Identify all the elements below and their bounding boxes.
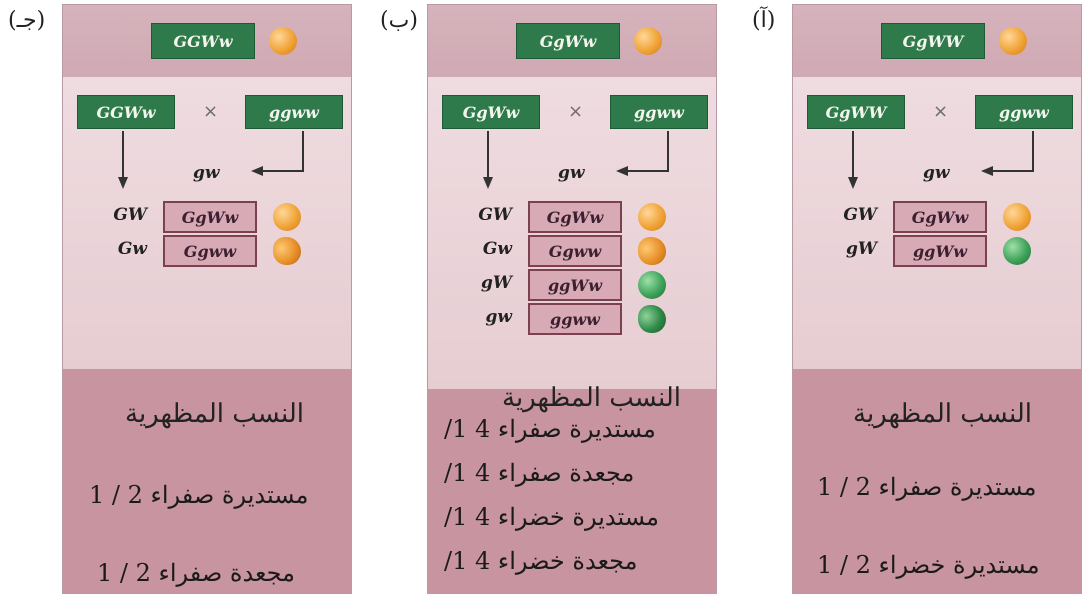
- panel-b: GgWw GgWw × ggww gw GW GgWw Gw Ggww gW g…: [427, 4, 717, 594]
- panel-tag: (جـ): [8, 8, 46, 33]
- cross-arrows: [848, 131, 1034, 189]
- panel-a: GgWW GgWW × ggww gw GW GgWw gW ggWw النس…: [792, 4, 1082, 594]
- offspring-genotype: GgWw: [528, 201, 622, 233]
- green-round-seed-icon: [1003, 237, 1031, 265]
- panel-tag: (آ): [752, 8, 776, 33]
- phenotype-ratios: النسب المظهرية مستديرة صفراء 4 1/ مجعدة …: [428, 383, 716, 593]
- green-round-seed-icon: [638, 271, 666, 299]
- yellow-round-seed-icon: [634, 27, 662, 55]
- ratio-line: مستديرة خضراء 4 1/: [444, 503, 659, 531]
- yellow-round-seed-icon: [269, 27, 297, 55]
- cross-area: GGWw × ggww gw GW GgWw Gw Ggww: [63, 77, 351, 369]
- ratio-line: مجعدة خضراء 4 1/: [444, 547, 638, 575]
- cross-arrows: [483, 131, 669, 189]
- parent2-genotype: ggww: [245, 95, 343, 129]
- ratios-title: النسب المظهرية: [125, 399, 304, 429]
- phenotype-ratios: النسب المظهرية مستديرة صفراء 2 / 1 مستدي…: [793, 369, 1081, 593]
- gamete-label: GW: [478, 205, 512, 225]
- head-genotype: GgWW: [881, 23, 985, 59]
- gamete-top: gw: [923, 163, 950, 183]
- parent2-genotype: ggww: [975, 95, 1073, 129]
- offspring-genotype: Ggww: [528, 235, 622, 267]
- offspring-genotype: GgWw: [893, 201, 987, 233]
- cross-area: GgWw × ggww gw GW GgWw Gw Ggww gW ggWw g…: [428, 77, 716, 389]
- gamete-label: GW: [113, 205, 147, 225]
- cross-arrows: [118, 131, 304, 189]
- gamete-label: Gw: [482, 239, 512, 259]
- ratio-line: مستديرة صفراء 4 1/: [444, 415, 656, 443]
- panel-tag: (ب): [380, 8, 418, 33]
- panel-header: GgWW: [793, 5, 1081, 77]
- ratio-line: مستديرة صفراء 2 / 1: [89, 481, 309, 509]
- yellow-round-seed-icon: [273, 203, 301, 231]
- parent1-genotype: GGWw: [77, 95, 175, 129]
- gamete-label: gW: [846, 239, 877, 259]
- gamete-label: gw: [485, 307, 512, 327]
- panel-header: GGWw: [63, 5, 351, 77]
- head-genotype: GgWw: [516, 23, 620, 59]
- yellow-round-seed-icon: [999, 27, 1027, 55]
- cross-symbol: ×: [568, 101, 584, 122]
- ratios-title: النسب المظهرية: [853, 399, 1032, 429]
- ratio-line: مجعدة صفراء 4 1/: [444, 459, 635, 487]
- parent1-genotype: GgWw: [442, 95, 540, 129]
- gamete-label: GW: [843, 205, 877, 225]
- panel-c: GGWw GGWw × ggww gw GW GgWw Gw Ggww النس…: [62, 4, 352, 594]
- parent2-genotype: ggww: [610, 95, 708, 129]
- offspring-genotype: ggWw: [528, 269, 622, 301]
- gamete-label: Gw: [117, 239, 147, 259]
- offspring-genotype: ggww: [528, 303, 622, 335]
- cross-area: GgWW × ggww gw GW GgWw gW ggWw: [793, 77, 1081, 369]
- ratio-line: مجعدة صفراء 2 / 1: [97, 559, 295, 587]
- cross-symbol: ×: [203, 101, 219, 122]
- yellow-wrinkled-seed-icon: [273, 237, 301, 265]
- head-genotype: GGWw: [151, 23, 255, 59]
- green-wrinkled-seed-icon: [638, 305, 666, 333]
- yellow-round-seed-icon: [1003, 203, 1031, 231]
- ratios-title: النسب المظهرية: [502, 383, 681, 413]
- ratio-line: مستديرة صفراء 2 / 1: [817, 473, 1037, 501]
- parent1-genotype: GgWW: [807, 95, 905, 129]
- offspring-genotype: ggWw: [893, 235, 987, 267]
- offspring-genotype: Ggww: [163, 235, 257, 267]
- phenotype-ratios: النسب المظهرية مستديرة صفراء 2 / 1 مجعدة…: [63, 369, 351, 593]
- yellow-round-seed-icon: [638, 203, 666, 231]
- cross-symbol: ×: [933, 101, 949, 122]
- panel-header: GgWw: [428, 5, 716, 77]
- offspring-genotype: GgWw: [163, 201, 257, 233]
- gamete-top: gw: [193, 163, 220, 183]
- yellow-wrinkled-seed-icon: [638, 237, 666, 265]
- ratio-line: مستديرة خضراء 2 / 1: [817, 551, 1040, 579]
- gamete-label: gW: [481, 273, 512, 293]
- gamete-top: gw: [558, 163, 585, 183]
